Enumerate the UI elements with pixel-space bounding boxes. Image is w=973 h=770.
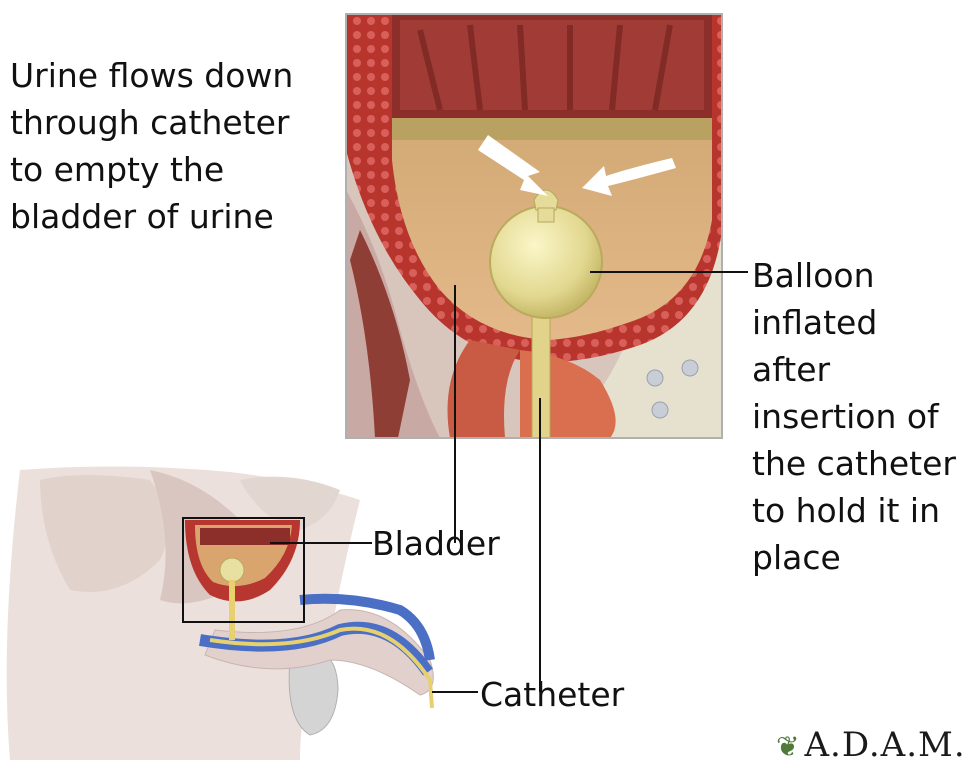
adam-logo: ❦A.D.A.M. <box>776 725 966 765</box>
intro-description: Urine flows down through catheter to emp… <box>10 52 330 240</box>
magnified-bladder-inset <box>346 14 722 438</box>
intro-line-3: to empty the <box>10 146 330 193</box>
balloon-line-2: inflated <box>752 299 973 346</box>
balloon-line-6: to hold it in <box>752 487 973 534</box>
balloon-line-3: after <box>752 346 973 393</box>
intro-line-1: Urine flows down <box>10 52 330 99</box>
balloon-line-4: insertion of <box>752 393 973 440</box>
bladder-label: Bladder <box>372 520 500 567</box>
balloon-line-1: Balloon <box>752 252 973 299</box>
leaf-icon: ❦ <box>776 730 800 763</box>
balloon-line-5: the catheter <box>752 440 973 487</box>
pelvis-cross-section <box>7 466 434 760</box>
intro-line-2: through catheter <box>10 99 330 146</box>
balloon-line-7: place <box>752 534 973 581</box>
catheter-label: Catheter <box>480 671 624 718</box>
balloon-description: Balloon inflated after insertion of the … <box>752 252 973 581</box>
intro-line-4: bladder of urine <box>10 193 330 240</box>
logo-text: A.D.A.M. <box>804 725 965 765</box>
balloon <box>490 206 602 318</box>
